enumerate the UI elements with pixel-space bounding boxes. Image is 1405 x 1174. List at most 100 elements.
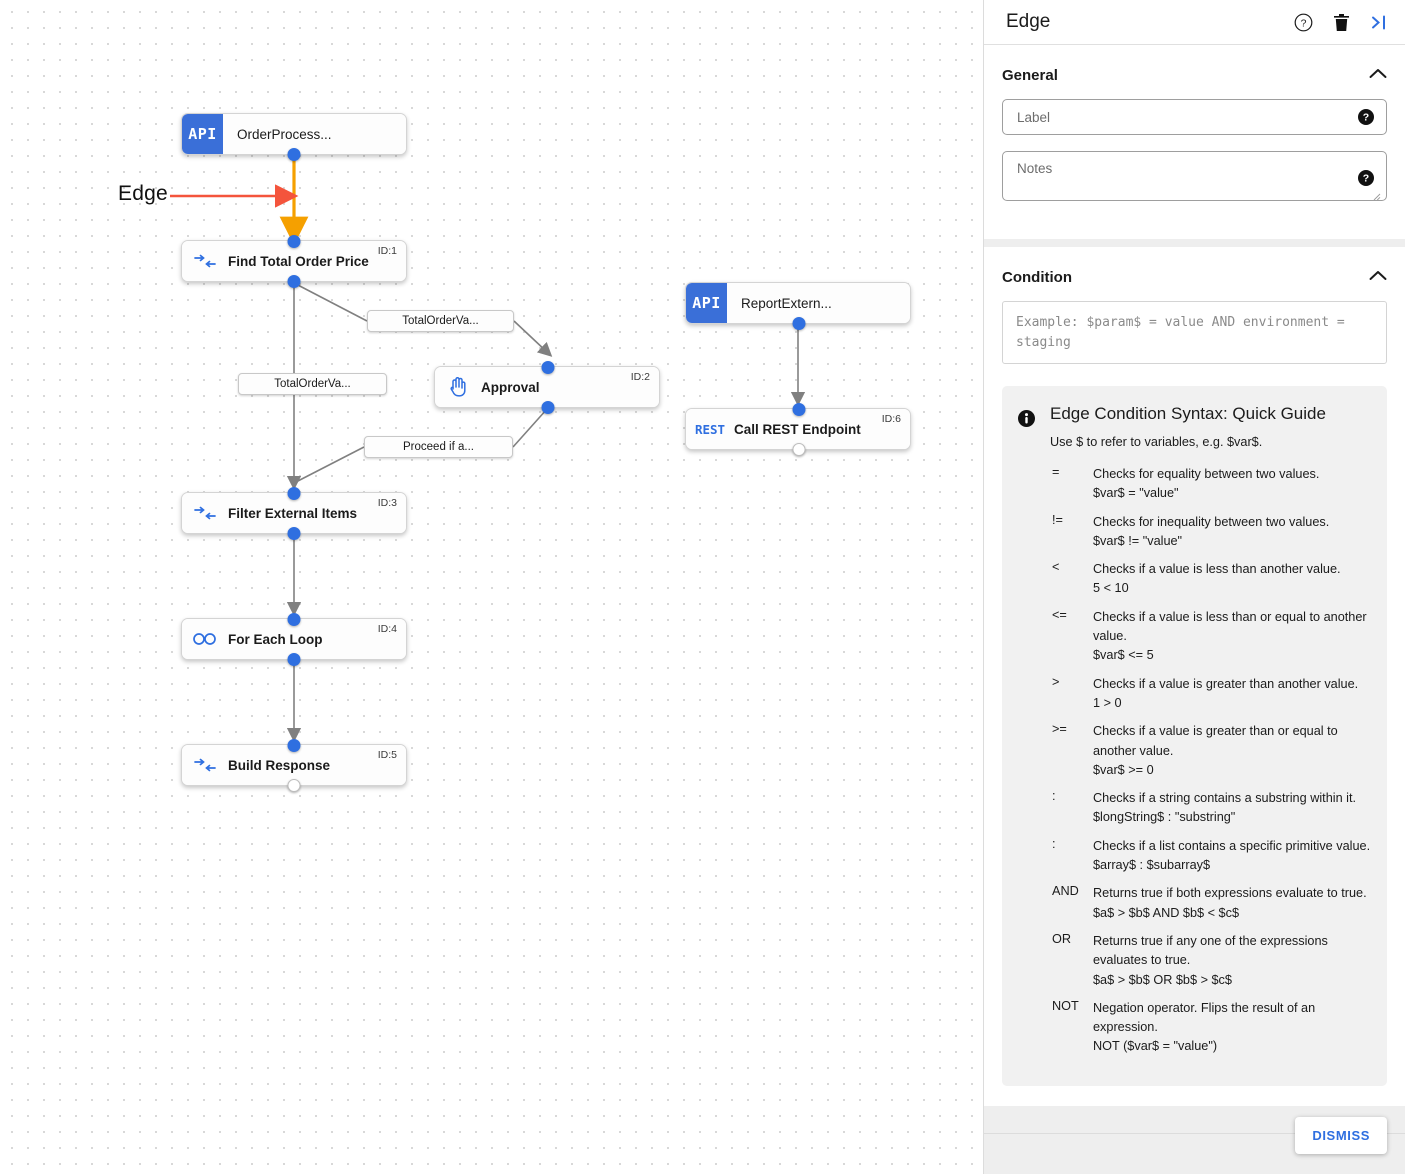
info-icon [1018,404,1036,1066]
guide-description: Checks for inequality between two values… [1093,513,1371,552]
node-port-bottom[interactable] [541,400,555,414]
guide-example: $var$ >= 0 [1093,762,1154,777]
edge-properties-panel: Edge ? General [983,0,1405,1174]
general-section-header[interactable]: General [1002,45,1387,99]
api-chip-icon: API [182,114,223,154]
guide-example: 5 < 10 [1093,581,1129,596]
guide-description: Checks if a string contains a substring … [1093,789,1371,828]
guide-row: AND Returns true if both expressions eval… [1050,884,1371,923]
node-filter-external-items[interactable]: Filter External Items ID:3 [181,486,407,540]
rest-icon: REST [694,421,726,437]
merge-arrows-icon [182,254,228,268]
svg-text:?: ? [1363,173,1369,185]
guide-row: :Checks if a string contains a substring… [1050,789,1371,828]
node-port-top[interactable] [792,402,806,416]
node-port-top[interactable] [541,360,555,374]
trash-icon[interactable] [1333,13,1350,32]
guide-operator: : [1052,836,1056,851]
node-title: For Each Loop [228,631,323,647]
node-port-bottom[interactable] [287,147,301,161]
node-port-bottom[interactable] [287,778,301,792]
guide-example: $longString$ : "substring" [1093,810,1236,825]
notes-field[interactable]: Notes ? [1002,151,1387,201]
node-port-top[interactable] [287,234,301,248]
node-report-external[interactable]: API ReportExtern... [685,282,911,330]
guide-example: $a$ > $b$ OR $b$ > $c$ [1093,972,1232,987]
guide-row: <Checks if a value is less than another … [1050,560,1371,599]
guide-operator: NOT [1052,998,1079,1013]
help-icon[interactable]: ? [1358,170,1374,186]
edge-annotation-label: Edge [118,182,168,205]
node-title: Approval [481,379,540,395]
guide-operator: >= [1052,722,1067,737]
node-for-each-loop[interactable]: For Each Loop ID:4 [181,612,407,666]
edge-connectors [170,156,806,743]
node-port-top[interactable] [287,486,301,500]
guide-operator: <= [1052,607,1067,622]
guide-row: = Checks for equality between two values.… [1050,465,1371,504]
node-port-bottom[interactable] [792,442,806,456]
edge-label[interactable]: TotalOrderVa... [367,310,514,332]
guide-rows: = Checks for equality between two values.… [1050,465,1371,1057]
flow-canvas[interactable]: Edge API OrderProcess... Find Total Orde… [0,0,983,1174]
panel-header: Edge ? [984,0,1405,45]
help-circle-icon[interactable]: ? [1294,13,1313,32]
guide-example: $a$ > $b$ AND $b$ < $c$ [1093,905,1240,920]
guide-description-text: Returns true if both expressions evaluat… [1093,886,1367,901]
dismiss-button[interactable]: DISMISS [1295,1117,1387,1154]
help-icon[interactable]: ? [1358,109,1374,125]
panel-title: Edge [1006,11,1051,32]
node-title: ReportExtern... [741,295,832,311]
guide-description: Checks if a value is greater than or equ… [1093,722,1371,780]
guide-description-text: Checks for inequality between two values… [1093,514,1330,529]
collapse-panel-icon[interactable] [1370,14,1389,31]
node-title: Build Response [228,757,331,773]
node-port-bottom[interactable] [287,652,301,666]
guide-example: $var$ <= 5 [1093,648,1154,663]
guide-description: Returns true if any one of the expressio… [1093,932,1371,990]
node-approval[interactable]: Approval ID:2 [434,360,660,414]
edge-label[interactable]: Proceed if a... [364,436,513,458]
chevron-up-icon[interactable] [1369,268,1387,286]
chevron-up-icon[interactable] [1369,66,1387,84]
panel-body: General Label ? Notes ? [984,45,1405,1174]
condition-section-header[interactable]: Condition [1002,247,1387,301]
guide-description-text: Checks if a value is less than another v… [1093,562,1341,577]
condition-heading: Condition [1002,268,1072,286]
guide-description: Checks if a value is greater than anothe… [1093,675,1371,714]
guide-operator: OR [1052,931,1072,946]
guide-description: Checks for equality between two values.$… [1093,465,1371,504]
guide-description: Checks if a value is less than or equal … [1093,608,1371,666]
edge-label[interactable]: TotalOrderVa... [238,373,387,395]
node-id-label: ID:4 [377,623,397,635]
node-port-top[interactable] [287,738,301,752]
node-order-process[interactable]: API OrderProcess... [181,113,407,161]
guide-description-text: Checks if a list contains a specific pri… [1093,838,1371,853]
node-id-label: ID:5 [377,749,397,761]
node-port-bottom[interactable] [287,526,301,540]
node-port-bottom[interactable] [287,274,301,288]
guide-operator: AND [1052,884,1079,899]
condition-expression-input[interactable]: Example: $param$ = value AND environment… [1002,301,1387,364]
node-build-response[interactable]: Build Response ID:5 [181,738,407,792]
guide-example: 1 > 0 [1093,695,1122,710]
node-port-bottom[interactable] [792,316,806,330]
node-call-rest-endpoint[interactable]: REST Call REST Endpoint ID:6 [685,402,911,456]
guide-row: !=Checks for inequality between two valu… [1050,513,1371,552]
guide-row: >Checks if a value is greater than anoth… [1050,675,1371,714]
node-id-label: ID:6 [881,413,901,425]
node-port-top[interactable] [287,612,301,626]
resize-handle-icon[interactable] [1372,188,1381,201]
guide-description-text: Checks if a value is greater than or equ… [1093,724,1338,758]
node-find-total-order-price[interactable]: Find Total Order Price ID:1 [181,234,407,288]
dismiss-button-wrap: DISMISS [1295,1117,1387,1154]
guide-description: Checks if a value is less than another v… [1093,560,1371,599]
guide-description: Negation operator. Flips the result of a… [1093,999,1371,1057]
general-heading: General [1002,66,1058,84]
svg-text:?: ? [1363,112,1369,124]
guide-description-text: Checks if a string contains a substring … [1093,791,1357,806]
merge-arrows-icon [182,758,228,772]
guide-operator: = [1052,465,1060,479]
svg-text:?: ? [1301,17,1307,29]
label-field[interactable]: Label ? [1002,99,1387,135]
